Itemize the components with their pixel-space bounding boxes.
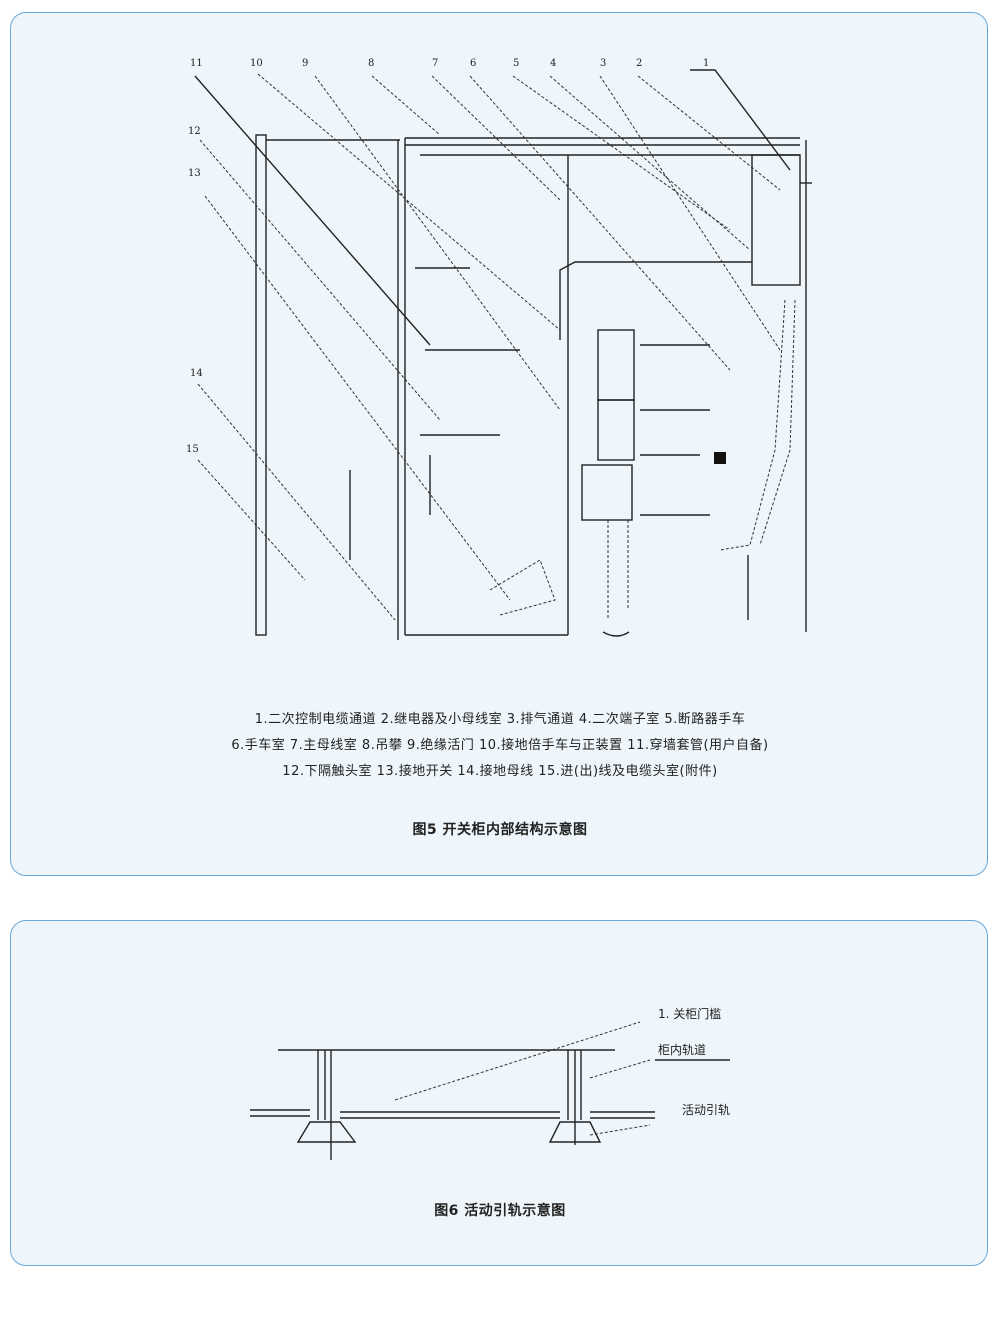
label-6: 6 bbox=[470, 58, 476, 69]
label-13: 13 bbox=[188, 168, 201, 179]
label-cabinet-rail: 柜内轨道 bbox=[658, 1043, 706, 1057]
label-4: 4 bbox=[550, 58, 556, 69]
figure5-panel bbox=[10, 12, 988, 876]
rail-diagram bbox=[250, 1021, 730, 1160]
figure6-panel bbox=[10, 920, 988, 1266]
label-1: 1 bbox=[703, 58, 709, 69]
figure5-legend-line-2: 6.手车室 7.主母线室 8.吊攀 9.绝缘活门 10.接地倍手车与正装置 11… bbox=[231, 738, 769, 753]
label-8: 8 bbox=[368, 58, 374, 69]
figure5-legend-line-3: 12.下隔触头室 13.接地开关 14.接地母线 15.进(出)线及电缆头室(附… bbox=[282, 764, 718, 779]
label-3: 3 bbox=[600, 58, 606, 69]
label-movable-rail: 活动引轨 bbox=[682, 1103, 730, 1117]
label-door-sill: 1. 关柜门槛 bbox=[658, 1006, 721, 1021]
label-9: 9 bbox=[302, 58, 308, 69]
label-15: 15 bbox=[186, 444, 199, 455]
label-7: 7 bbox=[432, 58, 438, 69]
top-labels: 11 10 9 8 7 6 5 4 3 2 1 12 13 14 15 bbox=[186, 58, 709, 455]
label-10: 10 bbox=[250, 58, 263, 69]
cabinet-structure bbox=[255, 134, 812, 640]
label-5: 5 bbox=[513, 58, 519, 69]
label-12: 12 bbox=[188, 126, 201, 137]
figure5-legend-line-1: 1.二次控制电缆通道 2.继电器及小母线室 3.排气通道 4.二次端子室 5.断… bbox=[254, 712, 746, 727]
label-11: 11 bbox=[190, 58, 203, 69]
leader-lines bbox=[194, 69, 791, 621]
figure5-title: 图5 开关柜内部结构示意图 bbox=[412, 822, 588, 838]
label-2: 2 bbox=[636, 58, 642, 69]
label-14: 14 bbox=[190, 368, 203, 379]
figure6-title: 图6 活动引轨示意图 bbox=[434, 1203, 566, 1219]
